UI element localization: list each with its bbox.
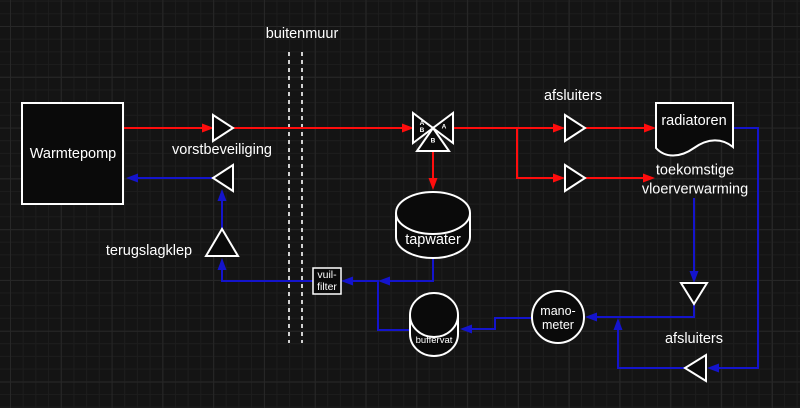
shutoff-valve-supply-floorheating[interactable] (564, 163, 587, 193)
return-pipe-manometer-to-buffervat[interactable] (472, 317, 532, 330)
check-valve-label: terugslagklep (105, 242, 193, 259)
three-way-valve-left[interactable] (412, 111, 435, 145)
supply-flow-arrow (553, 123, 565, 133)
shutoff-valve-return-left[interactable] (683, 353, 707, 383)
supply-flow-arrow (643, 173, 655, 183)
return-pipe-tapwater-down[interactable] (390, 256, 434, 282)
shutoff-valve-return-down[interactable] (679, 282, 709, 306)
outer-wall-label: buitenmuur (265, 25, 339, 42)
return-pipe-buffervat-to-filter[interactable] (353, 280, 410, 331)
shutoff-valves-supply-label: afsluiters (543, 87, 603, 104)
dirt-filter-box[interactable] (312, 267, 342, 295)
heat-pump-label: Warmtepomp (29, 145, 117, 162)
buffer-tank[interactable] (409, 292, 459, 357)
return-flow-arrow (460, 324, 472, 334)
return-flow-arrow (217, 189, 227, 201)
supply-flow-arrow (644, 123, 656, 133)
return-flow-arrow (585, 312, 597, 322)
valve-port-a-label: A (441, 123, 447, 131)
radiator-label: radiatoren (661, 112, 727, 129)
supply-flow-arrow (202, 123, 214, 133)
valve-port-common-label: A B (419, 120, 425, 134)
three-way-valve-right[interactable] (431, 111, 454, 145)
return-pipe-junction-up[interactable] (617, 330, 685, 369)
dirt-filter-label: vuil- filter (317, 269, 337, 293)
return-flow-arrow (378, 276, 390, 286)
supply-flow-arrow (428, 178, 438, 190)
valve-port-b-label: B (430, 137, 436, 145)
manometer-circle[interactable] (531, 290, 585, 344)
frost-protection-valve-supply[interactable] (212, 113, 235, 143)
buffer-tank-ellipse (409, 314, 459, 338)
tapwater-label: tapwater (405, 231, 461, 248)
tapwater-tank[interactable] (395, 191, 471, 259)
return-pipe-radiatoren[interactable] (719, 127, 759, 369)
return-flow-arrow (689, 271, 699, 283)
shutoff-valves-return-label: afsluiters (664, 330, 724, 347)
check-valve-triangle[interactable] (204, 227, 240, 257)
frost-protection-label: vorstbeveiliging (172, 141, 272, 158)
heat-pump-box[interactable] (21, 102, 124, 205)
manometer-label: mano- meter (540, 304, 576, 332)
supply-flow-arrow (553, 173, 565, 183)
return-flow-arrow (217, 258, 227, 270)
return-pipe-filter-to-checkvalve[interactable] (221, 270, 313, 282)
future-floorheating-label: toekomstige vloerverwarming (641, 162, 749, 198)
supply-pipe-branch-floorheating[interactable] (516, 128, 553, 179)
supply-flow-arrow (402, 123, 414, 133)
return-flow-arrow (707, 363, 719, 373)
buffer-tank-label: buffervat (415, 335, 453, 346)
three-way-valve-bottom[interactable] (415, 126, 451, 152)
return-flow-arrow (126, 173, 138, 183)
tapwater-tank-ellipse (395, 212, 471, 235)
return-pipe-to-manometer[interactable] (597, 303, 695, 318)
frost-protection-valve-return[interactable] (211, 163, 234, 193)
return-flow-arrow (613, 318, 623, 330)
return-flow-arrow (341, 276, 353, 286)
radiator-shape[interactable] (655, 102, 734, 157)
shutoff-valve-supply-radiatoren[interactable] (564, 113, 587, 143)
